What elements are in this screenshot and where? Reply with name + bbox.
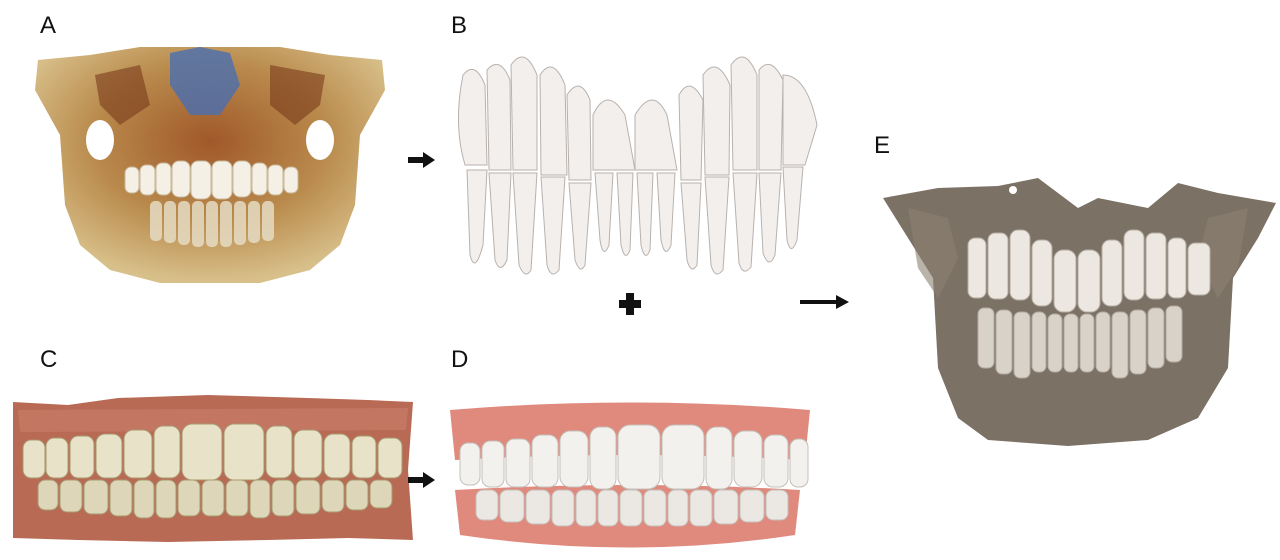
right-arrow-icon	[408, 150, 436, 170]
fused-skull-teeth-model	[878, 178, 1278, 448]
intraoral-scan	[8, 390, 418, 550]
panel-label-d: D	[451, 348, 468, 372]
panel-label-a: A	[40, 14, 56, 38]
long-right-arrow-icon	[800, 292, 850, 312]
cbct-skull-render	[30, 45, 390, 290]
panel-label-c: C	[40, 348, 57, 372]
segmented-teeth-model	[445, 45, 825, 275]
digital-dental-model	[440, 395, 815, 555]
right-arrow-icon	[408, 470, 436, 490]
panel-label-e: E	[874, 134, 890, 158]
plus-icon	[618, 292, 642, 316]
panel-label-b: B	[451, 14, 467, 38]
